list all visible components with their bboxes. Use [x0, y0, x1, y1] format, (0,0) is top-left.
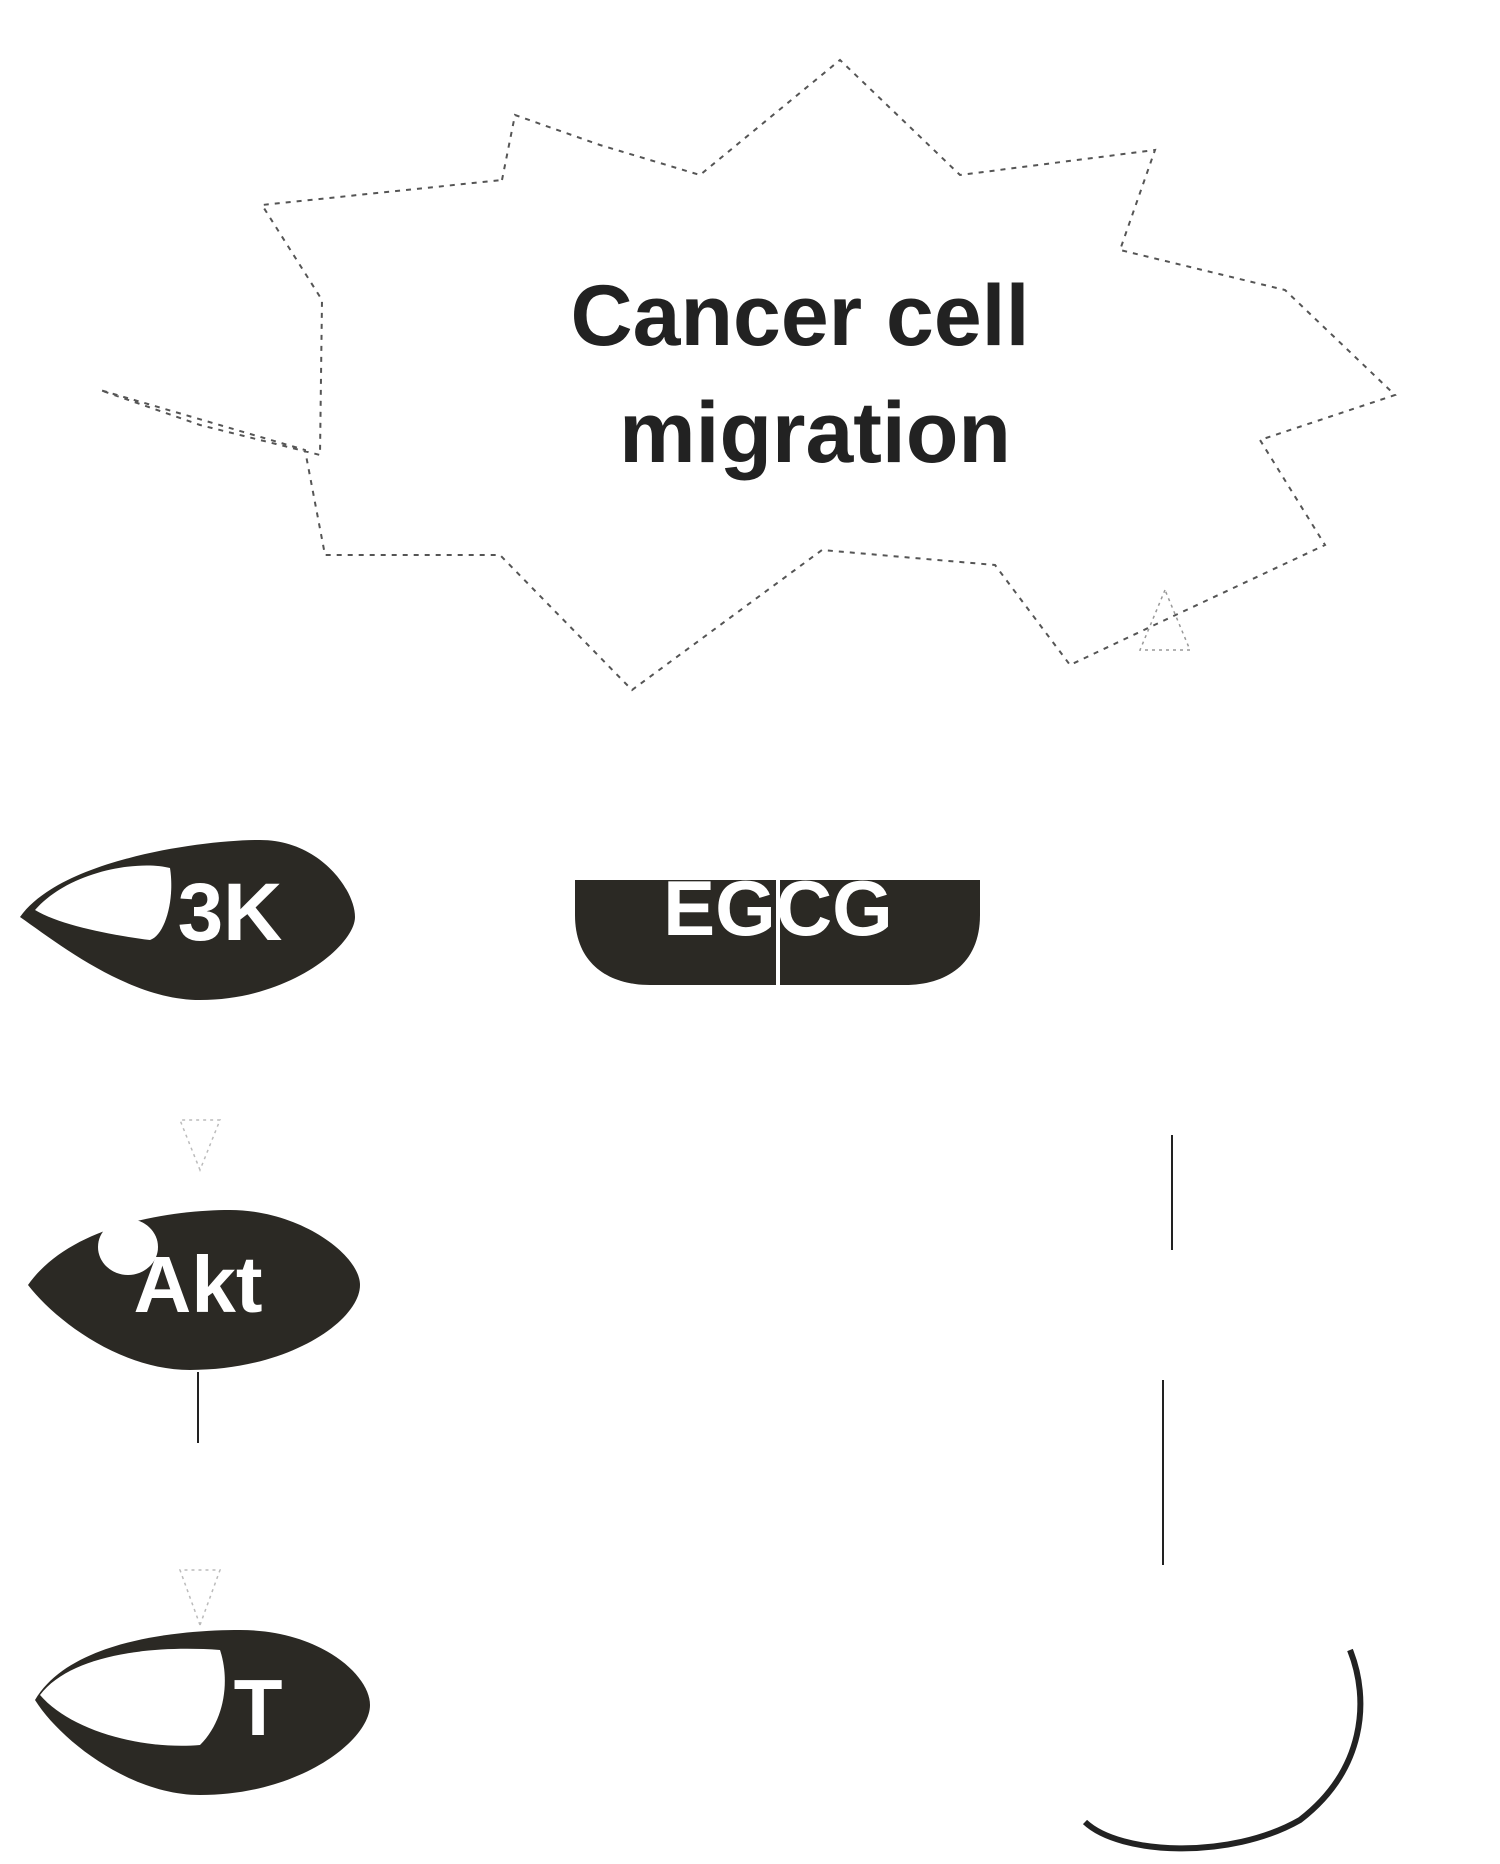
migration-label: Cancer cell migration	[571, 268, 1030, 481]
right-arrow-up	[1138, 588, 1192, 651]
migration-burst	[99, 58, 1397, 692]
migration-label-line1: Cancer cell	[571, 268, 1030, 364]
bottom-left-node-highlight	[40, 1648, 225, 1746]
bottom-left-label: T	[234, 1663, 283, 1752]
bottom-right-node-shape	[1082, 1648, 1364, 1852]
pi3k-akt-arrowhead-icon	[178, 1119, 222, 1173]
akt-label: Akt	[134, 1240, 263, 1329]
arrow-pi3k-akt	[178, 1119, 222, 1173]
burst-outline	[99, 58, 1397, 692]
akt-bottom-arrowhead-icon	[178, 1569, 222, 1628]
egcg-node: EGCG	[575, 864, 980, 985]
akt-node-highlight	[98, 1219, 158, 1275]
pi3k-node: 3K	[20, 840, 355, 1000]
right-arrowhead-icon	[1138, 588, 1192, 651]
migration-label-line2: migration	[619, 385, 1011, 481]
arrow-akt-bottom	[178, 1569, 222, 1628]
bottom-right-node	[1082, 1648, 1364, 1852]
akt-node: Akt	[28, 1210, 360, 1370]
egcg-label: EGCG	[663, 864, 893, 952]
pi3k-node-highlight	[35, 865, 172, 940]
bottom-left-node: T	[35, 1630, 370, 1795]
pi3k-label: 3K	[178, 867, 283, 958]
